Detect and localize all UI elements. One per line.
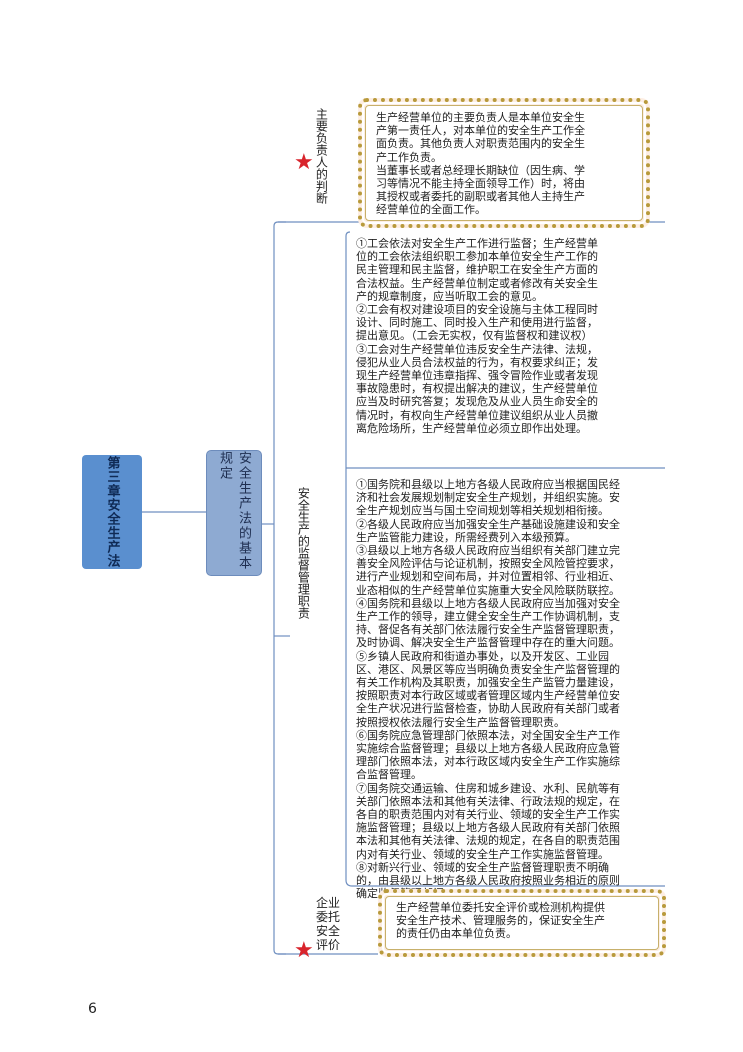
responsible-person-text: 生产经营单位的主要负责人是本单位安全生 产第一责任人，对本单位的安全生产工作全 … — [376, 111, 585, 217]
topic-safety-evaluation[interactable]: 企业委托安全评价 — [316, 896, 350, 952]
star-icon: ★ — [294, 150, 314, 175]
page-number: 6 — [88, 1001, 97, 1017]
topic-supervision-duties[interactable]: 安全生产的监督管理职责 — [296, 487, 310, 622]
root-node-label: 第三章安全生产法 — [104, 456, 120, 568]
union-supervision-text: ①工会依法对安全生产工作进行监督；生产经营单 位的工会依法组织职工参加本单位安全… — [356, 237, 598, 435]
topic-supervision-duties-label: 安全生产的监督管理职责 — [296, 487, 311, 619]
topic-main-responsible-person-label: 主要负责人的判断 — [314, 108, 329, 204]
connector-main-bracket — [273, 221, 286, 955]
root-node[interactable]: 第三章安全生产法 — [82, 455, 142, 569]
connector-sub-bracket-t2 — [345, 231, 353, 887]
topic-safety-evaluation-label: 企业委托安全评价 — [316, 896, 341, 952]
basic-provisions-node[interactable]: 安全生产法的基本规定 — [206, 450, 262, 576]
basic-provisions-label: 安全生产法的基本规定 — [217, 451, 251, 571]
safety-evaluation-text: 生产经营单位委托安全评价或检测机构提供 安全生产技术、管理服务的，保证安全生产 … — [396, 901, 605, 941]
government-duties-text: ①国务院和县级以上地方各级人民政府应当根据国民经 济和社会发展规划制定安全生产规… — [356, 478, 620, 900]
topic-main-responsible-person[interactable]: 主要负责人的判断 — [314, 108, 328, 207]
star-icon: ★ — [294, 938, 314, 963]
responsible-person-box: 生产经营单位的主要负责人是本单位安全生 产第一责任人，对本单位的安全生产工作全 … — [358, 98, 650, 228]
safety-evaluation-box: 生产经营单位委托安全评价或检测机构提供 安全生产技术、管理服务的，保证安全生产 … — [378, 889, 666, 957]
